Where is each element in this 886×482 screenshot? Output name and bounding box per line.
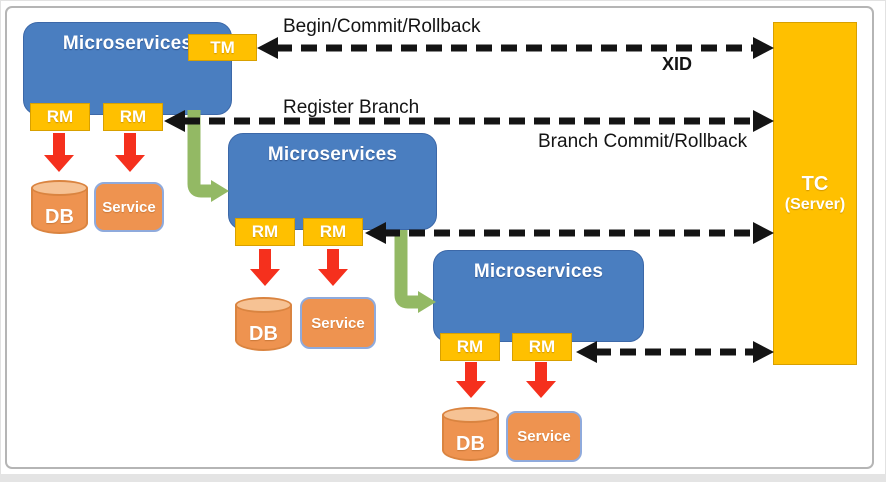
rm-badge: RM — [30, 103, 90, 131]
db-cylinder: DB — [442, 407, 499, 461]
label-xid: XID — [662, 54, 693, 74]
microservices-title: Microservices — [267, 144, 398, 165]
service-node: Service — [300, 297, 376, 349]
label-begin-commit-rollback: Begin/Commit/Rollback — [283, 16, 481, 37]
db-label: DB — [456, 433, 485, 455]
microservices-box-2: Microservices — [228, 133, 437, 230]
db-cylinder: DB — [235, 297, 292, 351]
rm-badge: RM — [440, 333, 500, 361]
microservices-title: Microservices — [473, 261, 604, 282]
db-cylinder-top — [31, 180, 88, 196]
rm-badge: RM — [235, 218, 295, 246]
db-label: DB — [249, 323, 278, 345]
label-register-branch: Register Branch — [283, 97, 420, 118]
label-branch-commit-rollback: Branch Commit/Rollback — [538, 131, 748, 152]
rm-badge: RM — [512, 333, 572, 361]
tc-server-sublabel: (Server) — [784, 195, 846, 213]
db-cylinder: DB — [31, 180, 88, 234]
rm-badge: RM — [103, 103, 163, 131]
tm-badge: TM — [188, 34, 257, 61]
microservices-title: Microservices — [62, 33, 193, 54]
db-cylinder-top — [442, 407, 499, 423]
tc-server-label: TC — [801, 172, 829, 195]
db-label: DB — [45, 206, 74, 228]
rm-badge: RM — [303, 218, 363, 246]
tc-server-box: TC (Server) — [773, 22, 857, 365]
bottom-shadow-strip — [0, 474, 886, 482]
service-node: Service — [506, 411, 582, 462]
db-cylinder-top — [235, 297, 292, 313]
microservices-box-3: Microservices — [433, 250, 644, 342]
service-node: Service — [94, 182, 164, 232]
